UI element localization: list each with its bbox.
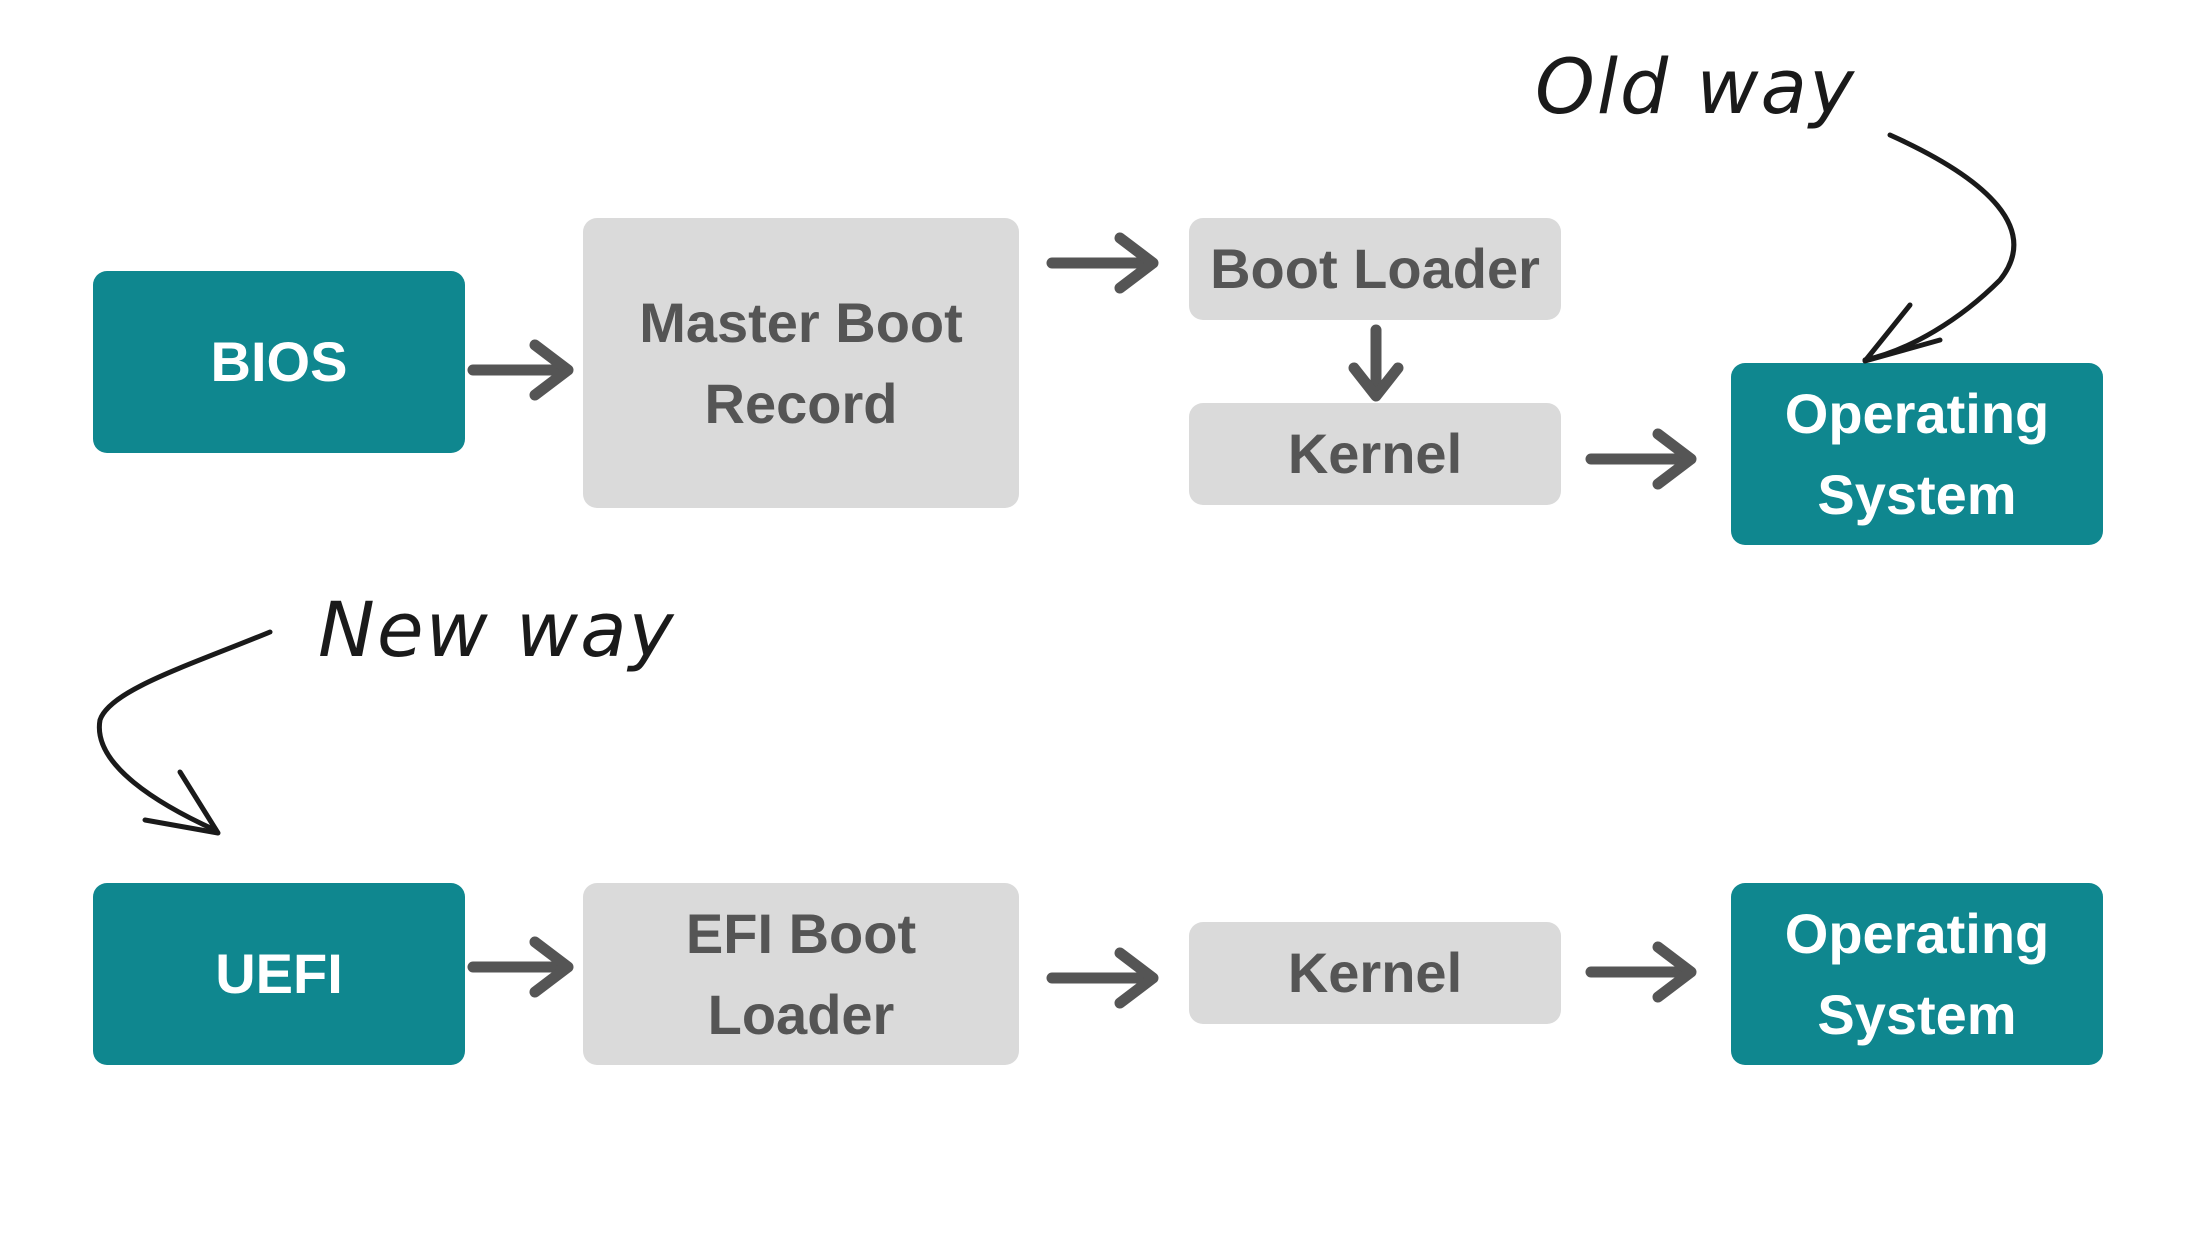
boot-loader-box: Boot Loader xyxy=(1189,218,1561,320)
arrow-bios-to-mbr xyxy=(467,339,574,401)
old-operating-system-box: Operating System xyxy=(1731,363,2103,545)
arrow-mbr-to-boot-loader xyxy=(1046,232,1159,294)
arrow-efi-boot-loader-to-kernel xyxy=(1046,947,1159,1009)
new-kernel-label: Kernel xyxy=(1287,941,1463,1005)
old-operating-system-label: Operating System xyxy=(1784,381,2050,526)
new-operating-system-label: Operating System xyxy=(1784,901,2050,1046)
new-way-annotation: New way xyxy=(318,585,676,674)
uefi-label: UEFI xyxy=(215,942,343,1006)
old-kernel-box: Kernel xyxy=(1189,403,1561,505)
boot-loader-label: Boot Loader xyxy=(1210,237,1540,301)
master-boot-record-label: Master Boot Record xyxy=(639,290,963,435)
uefi-box: UEFI xyxy=(93,883,465,1065)
bios-label: BIOS xyxy=(210,330,348,394)
new-way-pointer xyxy=(96,629,273,833)
bios-box: BIOS xyxy=(93,271,465,453)
master-boot-record-box: Master Boot Record xyxy=(583,218,1019,508)
old-way-pointer xyxy=(1862,132,2017,363)
arrow-boot-loader-to-kernel xyxy=(1348,324,1404,402)
old-way-pointer-head xyxy=(1862,302,1943,364)
arrow-old-kernel-to-os xyxy=(1585,428,1697,490)
efi-boot-loader-label: EFI Boot Loader xyxy=(685,901,917,1046)
old-way-annotation: Old way xyxy=(1535,42,1857,131)
new-operating-system-box: Operating System xyxy=(1731,883,2103,1065)
arrow-uefi-to-efi-boot-loader xyxy=(467,936,574,998)
new-kernel-box: Kernel xyxy=(1189,922,1561,1024)
new-way-pointer-head xyxy=(142,769,221,836)
old-kernel-label: Kernel xyxy=(1287,422,1463,486)
efi-boot-loader-box: EFI Boot Loader xyxy=(583,883,1019,1065)
arrow-new-kernel-to-os xyxy=(1585,941,1697,1003)
